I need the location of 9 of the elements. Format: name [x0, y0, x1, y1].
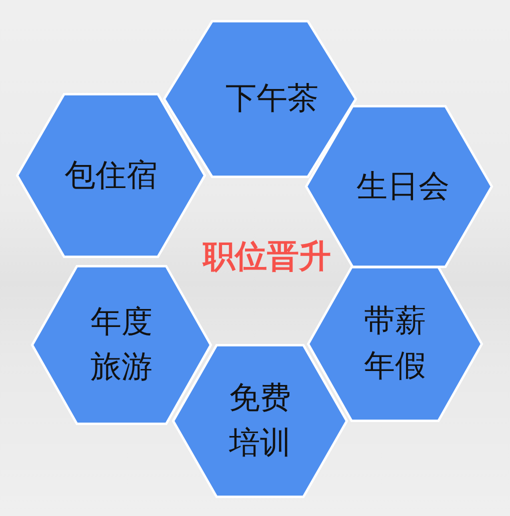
hexagon — [163, 20, 357, 178]
hexagon-label: 免费培训 — [228, 379, 292, 463]
center-heading: 职位晋升 — [203, 236, 331, 277]
hexagon-label: 带薪年假 — [363, 302, 427, 386]
hexagon-label: 下午茶 — [226, 80, 318, 119]
hexagon-label: 年度旅游 — [90, 303, 154, 387]
hexagon-label: 包住宿 — [64, 156, 158, 196]
hexagon-label: 生日会 — [356, 167, 450, 206]
hexagon — [172, 344, 348, 498]
